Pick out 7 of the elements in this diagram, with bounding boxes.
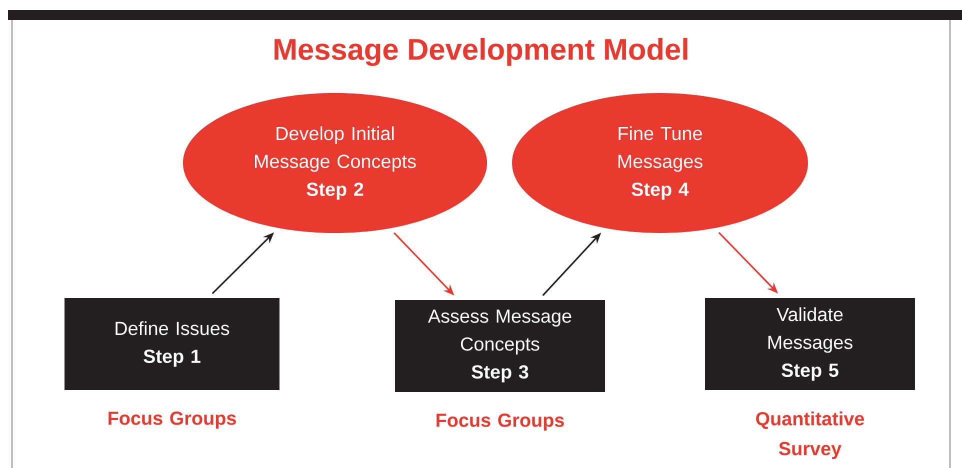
title: Message Development Model bbox=[274, 38, 688, 66]
method-label: Focus Groups bbox=[436, 414, 564, 431]
step-box: Define Issues Step 1 bbox=[64, 298, 280, 390]
step-box: Assess Message Concepts Step 3 bbox=[395, 300, 605, 392]
method-label: Focus Groups bbox=[108, 412, 236, 429]
step-box: Validate Messages Step 5 bbox=[705, 298, 915, 390]
method-label: Quantitative Survey bbox=[756, 412, 864, 460]
